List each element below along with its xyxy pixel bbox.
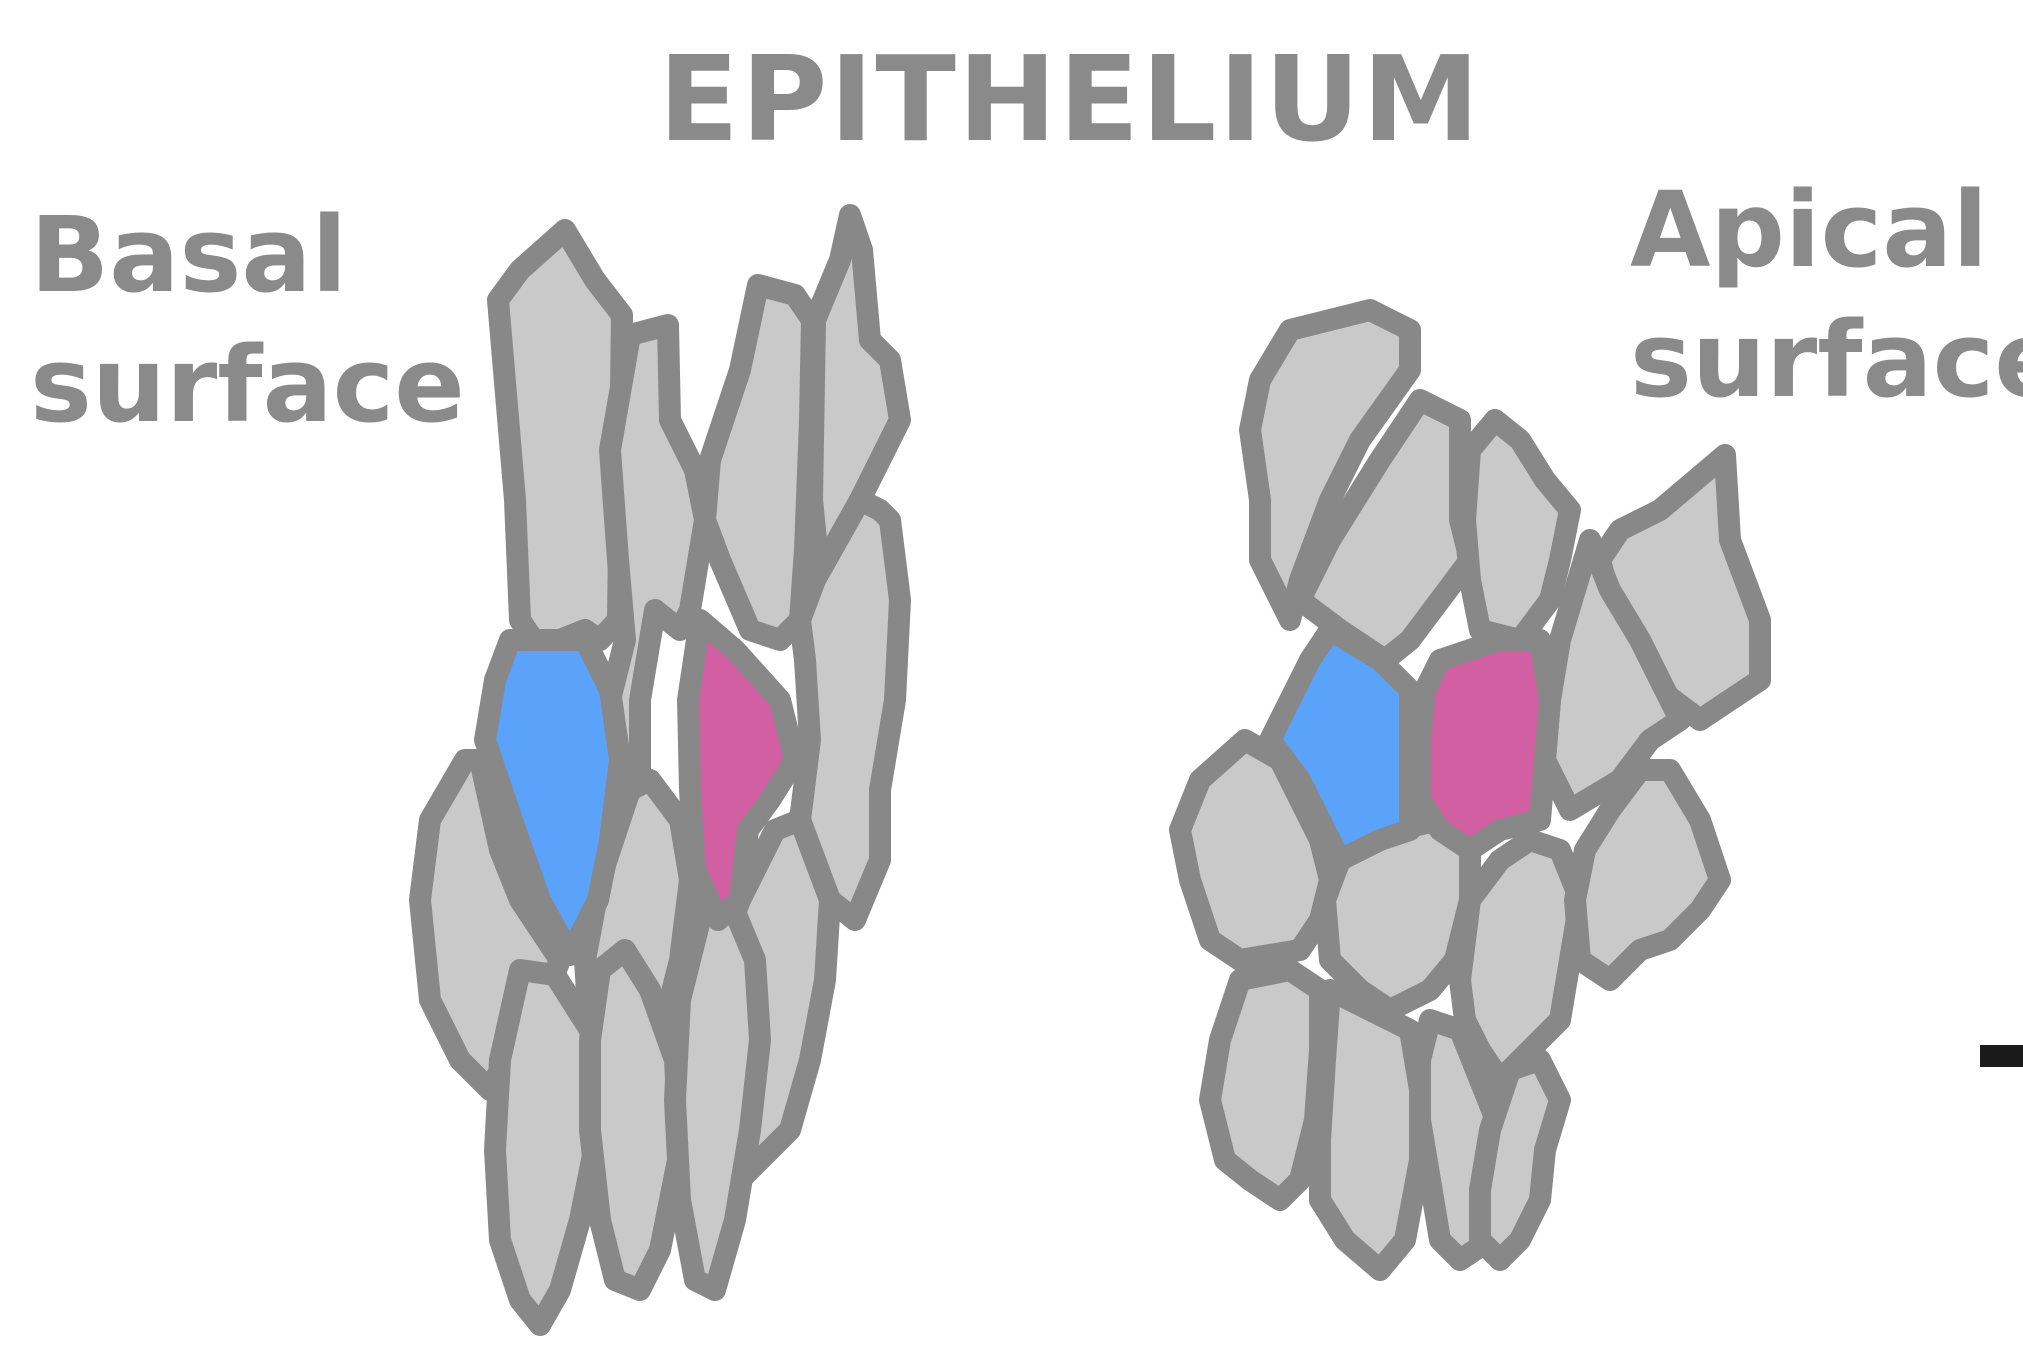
edge-dash-mark — [1980, 1045, 2023, 1067]
apical-view-cells — [1180, 310, 1760, 1270]
apical-cell — [1480, 1060, 1560, 1260]
basal-view-cells — [420, 215, 900, 1325]
apical-highlight-cell-pink — [1420, 640, 1550, 850]
basal-cell — [675, 900, 760, 1290]
apical-cell — [1320, 990, 1420, 1270]
apical-cell — [1460, 840, 1580, 1080]
basal-cell — [705, 285, 812, 640]
apical-cell — [1465, 420, 1570, 640]
apical-cell — [1210, 970, 1320, 1200]
